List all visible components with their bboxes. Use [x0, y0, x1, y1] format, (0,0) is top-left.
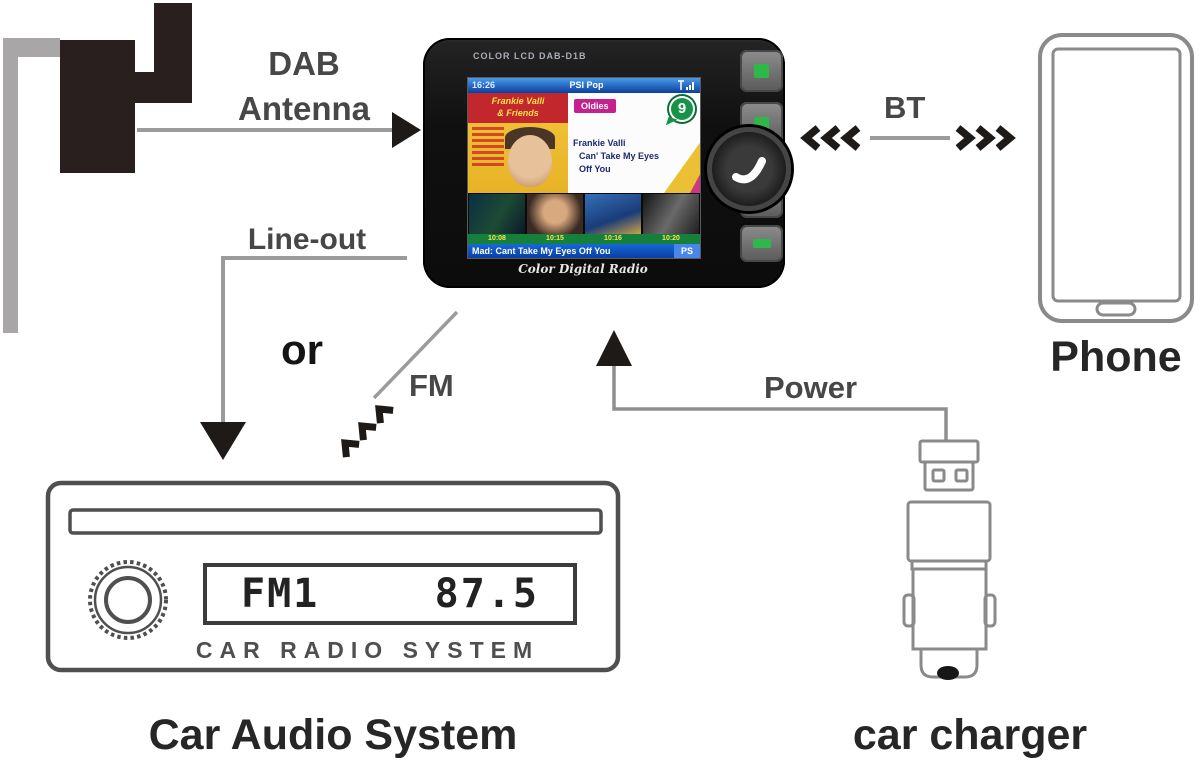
radio-lcd-display: FM1 87.5 — [205, 565, 575, 623]
line-out-label: Line-out — [247, 223, 367, 256]
signal-strength-icon — [678, 80, 694, 90]
phone-label: Phone — [1050, 333, 1182, 381]
usb-plug-icon — [918, 439, 980, 464]
dab-antenna-label: DAB Antenna — [238, 45, 370, 127]
or-label: or — [281, 326, 323, 373]
thumbnail-time: 10:15 — [546, 235, 564, 243]
green-key-icon — [752, 239, 771, 248]
dab-adapter-device: COLOR LCD DAB-D1B 16:26 PSI Pop Frankie … — [423, 38, 791, 288]
album-portrait-face — [508, 134, 552, 187]
song-title-text: Frankie Valli Can' Take My Eyes Off You — [573, 137, 660, 174]
charger-tip-contact — [937, 666, 959, 680]
album-thumbnail — [585, 194, 641, 235]
screen-status-bar: 16:26 PSI Pop — [468, 78, 700, 93]
car-charger-label: car charger — [852, 711, 1088, 759]
genre-badge: Oldies — [574, 98, 616, 113]
volume-knob-icon — [88, 560, 168, 640]
device-button-4 — [740, 225, 783, 262]
green-key-icon — [754, 64, 769, 78]
thumbnail-time: 10:16 — [604, 235, 622, 243]
radio-front-text: CAR RADIO SYSTEM — [195, 637, 540, 663]
preset-number-bubble: 9 — [669, 95, 695, 122]
album-thumbnail-strip — [468, 193, 700, 235]
album-tracklist-decoration — [472, 126, 504, 169]
thumbnail-time: 10:08 — [488, 235, 506, 243]
screen-clock: 16:26 — [472, 80, 496, 91]
device-brand-text: Color Digital Radio — [518, 262, 648, 276]
album-title-banner: Frankie Valli & Friends — [468, 92, 568, 123]
album-thumbnail — [643, 194, 699, 235]
radio-band: FM1 — [241, 571, 320, 617]
car-charger-icon — [902, 439, 997, 680]
screen-ticker-bar: Mad: Cant Take My Eyes Off You PS — [468, 244, 700, 259]
album-thumbnail — [469, 194, 525, 235]
device-button-1 — [740, 50, 783, 92]
album-art: Frankie Valli & Friends — [468, 92, 568, 194]
bluetooth-link-arrows — [800, 125, 1016, 151]
fm-wireless-arrow — [341, 310, 459, 458]
car-audio-system-label: Car Audio System — [148, 711, 518, 759]
power-label: Power — [764, 370, 858, 405]
antenna-to-device-arrow — [137, 112, 421, 148]
dab-antenna-icon — [3, 3, 192, 333]
device-lcd-screen: 16:26 PSI Pop Frankie Valli & Friends — [467, 77, 701, 259]
rotary-dial — [707, 127, 791, 211]
thumbnail-time: 10:20 — [662, 235, 680, 243]
fm-label: FM — [409, 368, 454, 403]
album-thumbnail — [527, 194, 583, 235]
power-arrow — [596, 330, 948, 441]
radio-frequency: 87.5 — [434, 571, 539, 617]
thumbnail-time-strip: 10:08 10:15 10:16 10:20 — [468, 234, 700, 245]
line-out-arrow — [200, 256, 407, 460]
phone-handset-icon — [732, 157, 766, 184]
phone-icon — [1038, 33, 1194, 323]
car-radio-icon — [45, 480, 621, 673]
magenta-swoosh-decoration — [690, 167, 700, 194]
screen-station-name: PSI Pop — [569, 80, 604, 91]
ticker-text: Mad: Cant Take My Eyes Off You — [472, 246, 611, 257]
ticker-badge: PS — [674, 244, 700, 259]
device-model-label: COLOR LCD DAB-D1B — [473, 51, 587, 61]
now-playing-panel: Oldies 9 Frankie Valli Can' Take My Eyes… — [568, 92, 700, 194]
screen-main-area: Frankie Valli & Friends Oldies 9 Frankie… — [468, 92, 700, 194]
bt-label: BT — [884, 90, 926, 125]
